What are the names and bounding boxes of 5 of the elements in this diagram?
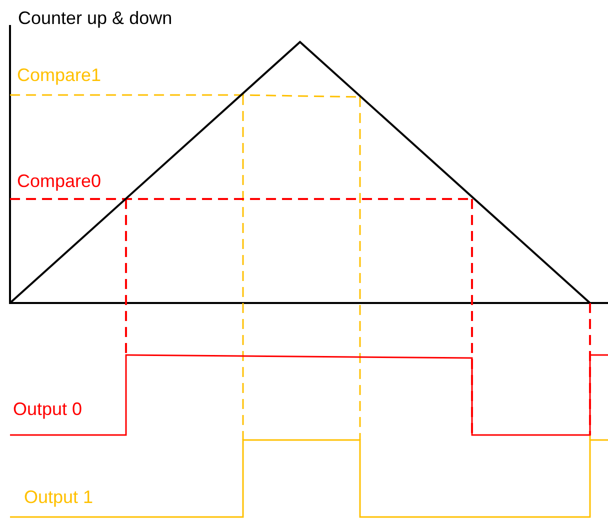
output-label: Output 0 [13,398,82,420]
compare-level-label: Compare1 [17,64,102,86]
axis-title: Counter up & down [18,7,172,29]
output-label: Output 1 [24,486,94,508]
compare-level-label: Compare0 [17,170,102,192]
